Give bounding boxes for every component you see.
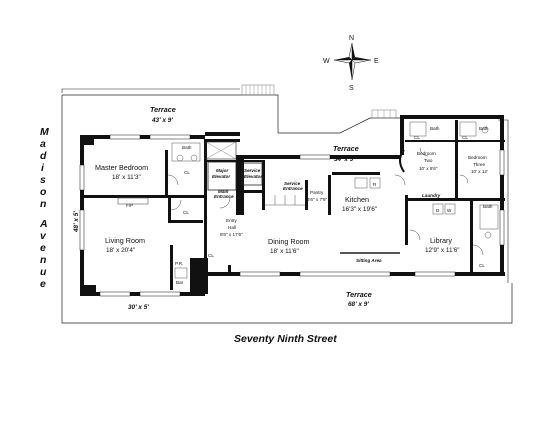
seventy-ninth-street-label: Seventy Ninth Street <box>234 333 337 345</box>
living-room-dim: 18' x 20'4" <box>106 247 135 254</box>
madison-avenue-label: M a d i s o n A v e n u e <box>39 126 49 290</box>
svg-text:n: n <box>40 254 46 266</box>
library-closet-label: CL <box>479 263 485 268</box>
compass-north-label: N <box>349 35 354 42</box>
svg-text:v: v <box>40 230 47 242</box>
service-entrance-label: Service <box>284 181 301 186</box>
dining-room-label: Dining Room <box>268 237 310 246</box>
service-entrance-label-2: Entrance <box>283 186 303 191</box>
fireplace-label: F/P <box>126 203 133 208</box>
main-entrance-label: Main <box>218 189 229 194</box>
master-closet-label: CL <box>184 170 190 175</box>
compass-south-label: S <box>349 85 354 92</box>
svg-text:a: a <box>40 138 46 150</box>
dryer-label: D <box>436 208 440 213</box>
master-bath-label: Bath <box>182 145 192 150</box>
interior-walls <box>84 120 505 290</box>
laundry-label: Laundry <box>422 193 441 198</box>
svg-text:A: A <box>39 218 48 230</box>
compass-west-label: W <box>323 58 330 65</box>
compass-rose-icon <box>333 42 372 81</box>
service-elevator-label: Service <box>244 168 261 173</box>
svg-text:n: n <box>40 198 46 210</box>
major-elevator <box>207 161 237 191</box>
refrigerator-label: R <box>373 182 377 187</box>
bedroom-three-label-2: Three <box>473 162 485 167</box>
terrace-mid-dim: 34' x 9' <box>334 156 355 163</box>
svg-text:d: d <box>40 150 47 162</box>
svg-text:e: e <box>40 278 46 290</box>
living-closet-label: CL <box>183 210 189 215</box>
windows <box>79 134 505 297</box>
bedroom-two-dim: 10' x 6'6" <box>419 166 438 171</box>
library-dim: 12'9" x 11'6" <box>425 247 460 254</box>
living-room-label: Living Room <box>105 236 145 245</box>
bedroom-two-closet-label: CL <box>414 135 420 140</box>
bar-label: Bar <box>176 280 184 285</box>
door-swings <box>167 147 484 256</box>
compass-east-label: E <box>374 58 379 65</box>
entry-closet-label: CL <box>208 253 214 258</box>
bedroom-three-dim: 10' x 12' <box>471 169 488 174</box>
bedroom-two-bath-label: Bath <box>430 126 440 131</box>
service-elevator-label-2: Elevator <box>244 174 262 179</box>
pantry-label: Pantry <box>310 190 324 195</box>
terrace-west-dim: 48' x 5' <box>73 211 80 233</box>
terrace-southwest-dim: 30' x 5' <box>128 304 149 311</box>
pantry-dim: 6'6" x 7'9" <box>307 197 327 202</box>
svg-text:s: s <box>40 174 46 186</box>
sitting-area-label: Sitting Area <box>356 258 382 263</box>
entry-hall-label: Entry <box>226 218 237 223</box>
library-bath-label: Bath <box>483 204 493 209</box>
terrace-top-label: Terrace <box>150 105 176 114</box>
kitchen-label: Kitchen <box>345 195 369 204</box>
svg-text:e: e <box>40 242 46 254</box>
master-bedroom-label: Master Bedroom <box>95 163 148 172</box>
svg-text:o: o <box>40 186 47 198</box>
major-elevator-label: Major <box>216 168 228 173</box>
dining-room-dim: 18' x 11'6" <box>270 248 299 255</box>
svg-text:u: u <box>40 266 47 278</box>
kitchen-dim: 16'3" x 19'6" <box>342 206 377 213</box>
terrace-bottom-label: Terrace <box>346 290 372 299</box>
bath-fixtures <box>117 121 499 279</box>
exterior-walls <box>80 115 505 296</box>
entry-hall-label-2: Hall <box>228 225 236 230</box>
svg-text:M: M <box>40 126 49 138</box>
terrace-mid-label: Terrace <box>333 144 359 153</box>
major-elevator-label-2: Elevator <box>212 174 230 179</box>
bedroom-two-label-2: Two <box>424 158 433 163</box>
terrace-top-dim: 43' x 9' <box>151 117 173 124</box>
bedroom-three-bath-label: Bath <box>479 126 489 131</box>
bedroom-two-label: Bedroom <box>417 151 436 156</box>
service-elevator <box>241 162 263 186</box>
main-entrance-label-2: Entrance <box>214 194 234 199</box>
master-bedroom-dim: 18' x 11'3" <box>112 174 141 181</box>
terrace-bottom-dim: 68' x 9' <box>348 301 369 308</box>
powder-room-label: P.R. <box>175 261 183 266</box>
svg-text:i: i <box>41 162 45 174</box>
bedroom-three-label: Bedroom <box>468 155 487 160</box>
bedroom-three-closet-label: CL <box>462 135 468 140</box>
library-label: Library <box>430 236 452 245</box>
entry-hall-dim: 8'6" x 17'6" <box>220 232 243 237</box>
washer-label: W <box>447 208 452 213</box>
